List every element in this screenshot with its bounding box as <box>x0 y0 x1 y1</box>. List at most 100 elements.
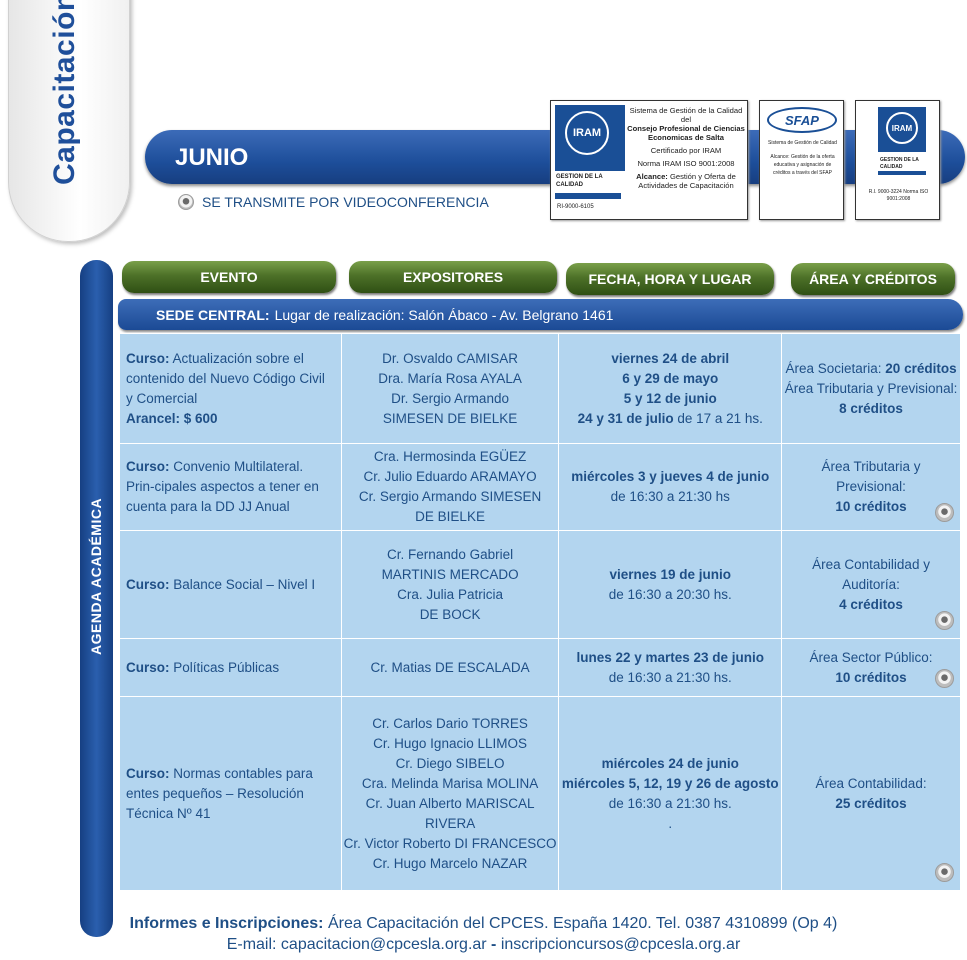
expositor: Cr. Hugo Ignacio LLIMOS <box>373 735 527 751</box>
sede-bar: SEDE CENTRAL: Lugar de realización: Saló… <box>118 299 963 330</box>
cert-line1b: Consejo Profesional de Ciencias Economic… <box>627 124 745 142</box>
fecha: miércoles 5, 12, 19 y 26 de agosto <box>561 775 779 791</box>
expositores-cell: Dr. Osvaldo CAMISAR Dra. María Rosa AYAL… <box>340 333 560 444</box>
sede-label: SEDE CENTRAL: <box>156 306 270 323</box>
webcam-icon <box>935 503 954 522</box>
footer-sep: - <box>486 936 501 953</box>
videoconference-text: SE TRANSMITE POR VIDEOCONFERENCIA <box>202 194 489 210</box>
event-cell: Curso: Balance Social – Nivel I <box>119 530 342 639</box>
sfap-logo: SFAP <box>767 107 837 133</box>
event-cell: Curso: Políticas Públicas <box>119 638 342 697</box>
expositores-cell: Cr. Fernando Gabriel MARTINIS MERCADO Cr… <box>340 530 560 639</box>
agenda-label: AGENDA ACADÉMICA <box>88 497 104 655</box>
cert-line3: Norma IRAM ISO 9001:2008 <box>637 159 735 168</box>
sfap-text: Sistema de Gestión de Calidad Alcance: G… <box>765 139 840 177</box>
cert-line1: Sistema de Gestión de la Calidad del <box>629 106 743 124</box>
webcam-icon <box>935 863 954 882</box>
expositor: MARTINIS MERCADO <box>381 566 519 582</box>
fecha-dot: . <box>668 815 673 831</box>
expositor: DE BIELKE <box>415 509 485 524</box>
fecha: viernes 24 de abril <box>611 350 730 366</box>
fecha: miércoles 24 de junio <box>601 755 739 771</box>
arancel: Arancel: $ 600 <box>126 410 218 426</box>
curso-label: Curso: <box>126 459 170 474</box>
gestion-bar <box>555 193 621 199</box>
sfap-certificate: SFAP Sistema de Gestión de Calidad Alcan… <box>759 100 844 220</box>
creditos: 10 créditos <box>835 499 907 514</box>
table-row: Curso: Actualización sobre el contenido … <box>119 333 961 444</box>
expositor: Cr. Diego SIBELO <box>395 755 505 771</box>
horario: de 16:30 a 21:30 hs <box>610 489 730 504</box>
gestion-calidad-label: GESTION DE LA CALIDAD <box>556 174 603 188</box>
footer-text: Área Capacitación del CPCES. España 1420… <box>323 915 838 932</box>
area-cell: Área Contabilidad y Auditoría: 4 crédito… <box>781 530 961 639</box>
area-cell: Área Contabilidad: 25 créditos <box>781 696 961 891</box>
expositor: Dr. Osvaldo CAMISAR <box>382 350 518 366</box>
curso-name: Balance Social – Nivel I <box>173 576 316 592</box>
fecha: miércoles 3 y jueves 4 de junio <box>571 469 770 484</box>
fecha: viernes 19 de junio <box>609 566 732 582</box>
videoconference-note: SE TRANSMITE POR VIDEOCONFERENCIA <box>178 194 489 210</box>
expositor: Cr. Matias DE ESCALADA <box>370 659 530 675</box>
gestion-bar-small <box>878 171 926 175</box>
table-row: Curso: Convenio Multilateral. Prin-cipal… <box>119 443 961 531</box>
footer-label: Informes e Inscripciones: <box>129 915 324 932</box>
iram-logo-mark-small: IRAM <box>886 112 918 144</box>
area: Área Sector Público: <box>809 649 933 665</box>
capacitacion-tab <box>8 0 130 242</box>
curso-name: Políticas Públicas <box>173 659 280 675</box>
header-expositores: EXPOSITORES <box>349 261 557 293</box>
sede-text: Lugar de realización: Salón Ábaco - Av. … <box>274 306 614 323</box>
fecha-cell: viernes 24 de abril 6 y 29 de mayo 5 y 1… <box>558 333 783 444</box>
curso-label: Curso: <box>126 659 170 675</box>
month-title: JUNIO <box>175 144 249 171</box>
event-cell: Curso: Actualización sobre el contenido … <box>119 333 342 444</box>
curso-name: Actualización sobre el contenido del Nue… <box>126 350 325 406</box>
expositor: Cr. Carlos Dario TORRES <box>372 715 528 731</box>
iram-logo-mark: IRAM <box>565 111 609 155</box>
curso-name: Convenio Multilateral. Prin-cipales aspe… <box>126 459 319 514</box>
fecha-cell: lunes 22 y martes 23 de junio de 16:30 a… <box>558 638 783 697</box>
expositor: Dr. Sergio Armando <box>391 390 509 406</box>
area: Área Tributaria y Previsional: <box>821 459 921 494</box>
horario: de 16:30 a 20:30 hs. <box>608 586 732 602</box>
area-cell: Área Tributaria y Previsional: 10 crédit… <box>781 443 961 531</box>
iram-certificate: IRAM GESTION DE LA CALIDAD RI-9000-6105 … <box>550 100 748 220</box>
horario: de 17 a 21 hs. <box>673 410 763 426</box>
fecha: 5 y 12 de junio <box>623 390 717 406</box>
table-row: Curso: Balance Social – Nivel I Cr. Fern… <box>119 530 961 639</box>
sfap-line2: Alcance: Gestión de la oferta educativa … <box>770 154 835 176</box>
footer: Informes e Inscripciones: Área Capacitac… <box>0 913 967 955</box>
event-cell: Curso: Convenio Multilateral. Prin-cipal… <box>119 443 342 531</box>
table-row: Curso: Políticas Públicas Cr. Matias DE … <box>119 638 961 697</box>
tab-title: Capacitación <box>48 0 81 185</box>
fecha-cell: viernes 19 de junio de 16:30 a 20:30 hs. <box>558 530 783 639</box>
webcam-icon <box>935 669 954 688</box>
horario: de 16:30 a 21:30 hs. <box>608 795 732 811</box>
creditos: 20 créditos <box>885 360 957 376</box>
ri-number: RI-9000-6105 <box>557 204 594 210</box>
fecha: lunes 22 y martes 23 de junio <box>576 649 765 665</box>
iram-certificate-small: IRAM GESTION DE LA CALIDAD R.I. 9000-322… <box>855 100 940 220</box>
area: Área Tributaria y Previsional: <box>784 380 958 396</box>
cert-line2: Certificado por IRAM <box>650 146 722 155</box>
creditos: 4 créditos <box>839 596 903 612</box>
curso-name: Normas contables para entes pequeños – R… <box>126 765 313 821</box>
footer-email2[interactable]: inscripcioncursos@cpcesla.org.ar <box>500 936 741 953</box>
fecha-cell: miércoles 3 y jueves 4 de junio de 16:30… <box>558 443 783 531</box>
header-evento: EVENTO <box>122 261 336 293</box>
header-area: ÁREA Y CRÉDITOS <box>791 263 955 295</box>
alcance-label: Alcance: <box>636 172 668 181</box>
expositor: Cr. Hugo Marcelo NAZAR <box>372 855 528 871</box>
fecha: 24 y 31 de julio <box>577 410 674 426</box>
expositor: Cra. Julia Patricia <box>397 586 503 602</box>
expositor: SIMESEN DE BIELKE <box>382 410 518 426</box>
ri-number-small: R.I. 9000-3224 Norma ISO 9001:2008 <box>868 189 929 202</box>
horario: de 16:30 a 21:30 hs. <box>608 669 732 685</box>
footer-email[interactable]: E-mail: capacitacion@cpcesla.org.ar <box>226 936 487 953</box>
expositores-cell: Cra. Hermosinda EGÜEZ Cr. Julio Eduardo … <box>340 443 560 531</box>
creditos: 8 créditos <box>839 400 903 416</box>
area: Área Contabilidad y Auditoría: <box>812 556 930 592</box>
creditos: 25 créditos <box>835 795 907 811</box>
